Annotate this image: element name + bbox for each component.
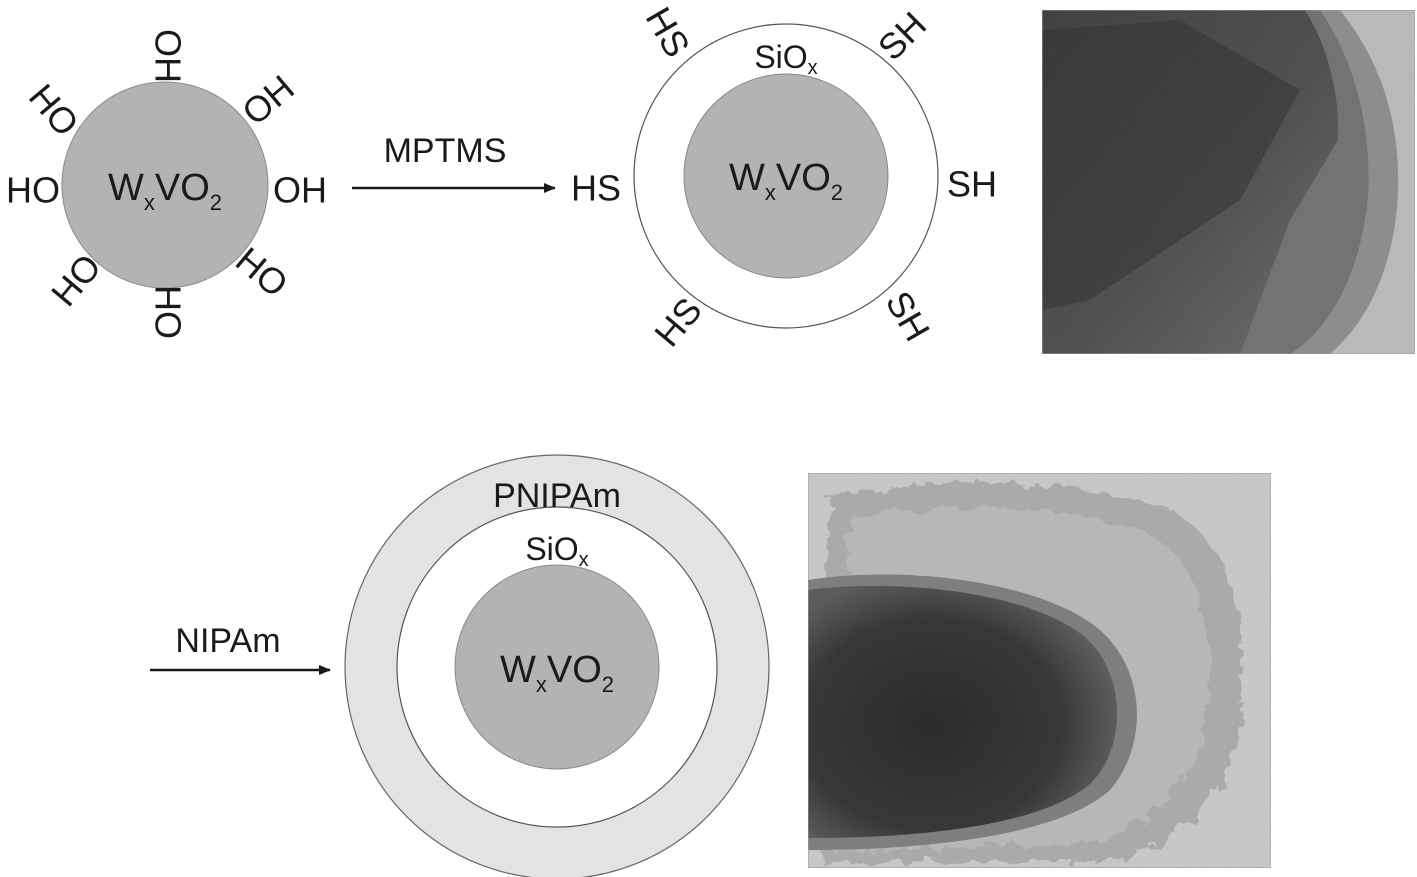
- panel-hydroxylated-particle: WxVO2 OH OH OH HO HO HO HO HO: [6, 29, 327, 339]
- panel-pnipam-coated-particle: WxVO2 SiOx PNIPAm: [344, 454, 770, 877]
- hydroxyl-left: HO: [6, 170, 60, 211]
- hydroxyl-top: OH: [148, 29, 189, 83]
- core-particle: [454, 564, 660, 770]
- reaction-arrow-nipam: NIPAm: [150, 622, 331, 675]
- reaction-arrow-mptms: MPTMS: [352, 132, 556, 193]
- thiol-lower-right: SH: [878, 284, 939, 348]
- core-label: WxVO2: [500, 649, 614, 697]
- pnipam-label: PNIPAm: [493, 477, 621, 515]
- tem-image-pnipam-coated: [808, 473, 1271, 868]
- hydroxyl-bottom: HO: [148, 285, 189, 339]
- panel-silica-coated-particle: WxVO2 SiOx HS SH SH SH HS HS: [571, 0, 997, 354]
- thiol-upper-left: HS: [638, 0, 699, 64]
- reagent-label-mptms: MPTMS: [384, 132, 507, 170]
- shell-label: SiOx: [525, 531, 588, 571]
- tem-image-silica-coated: [1042, 10, 1415, 354]
- core-particle: [683, 73, 889, 279]
- hydroxyl-right: OH: [273, 170, 327, 211]
- shell-label: SiOx: [754, 39, 817, 79]
- thiol-right: SH: [947, 164, 997, 205]
- core-label: WxVO2: [108, 167, 222, 215]
- thiol-left: HS: [571, 168, 621, 209]
- reagent-label-nipam: NIPAm: [175, 622, 280, 660]
- core-label: WxVO2: [729, 157, 843, 205]
- core-particle: [61, 81, 269, 289]
